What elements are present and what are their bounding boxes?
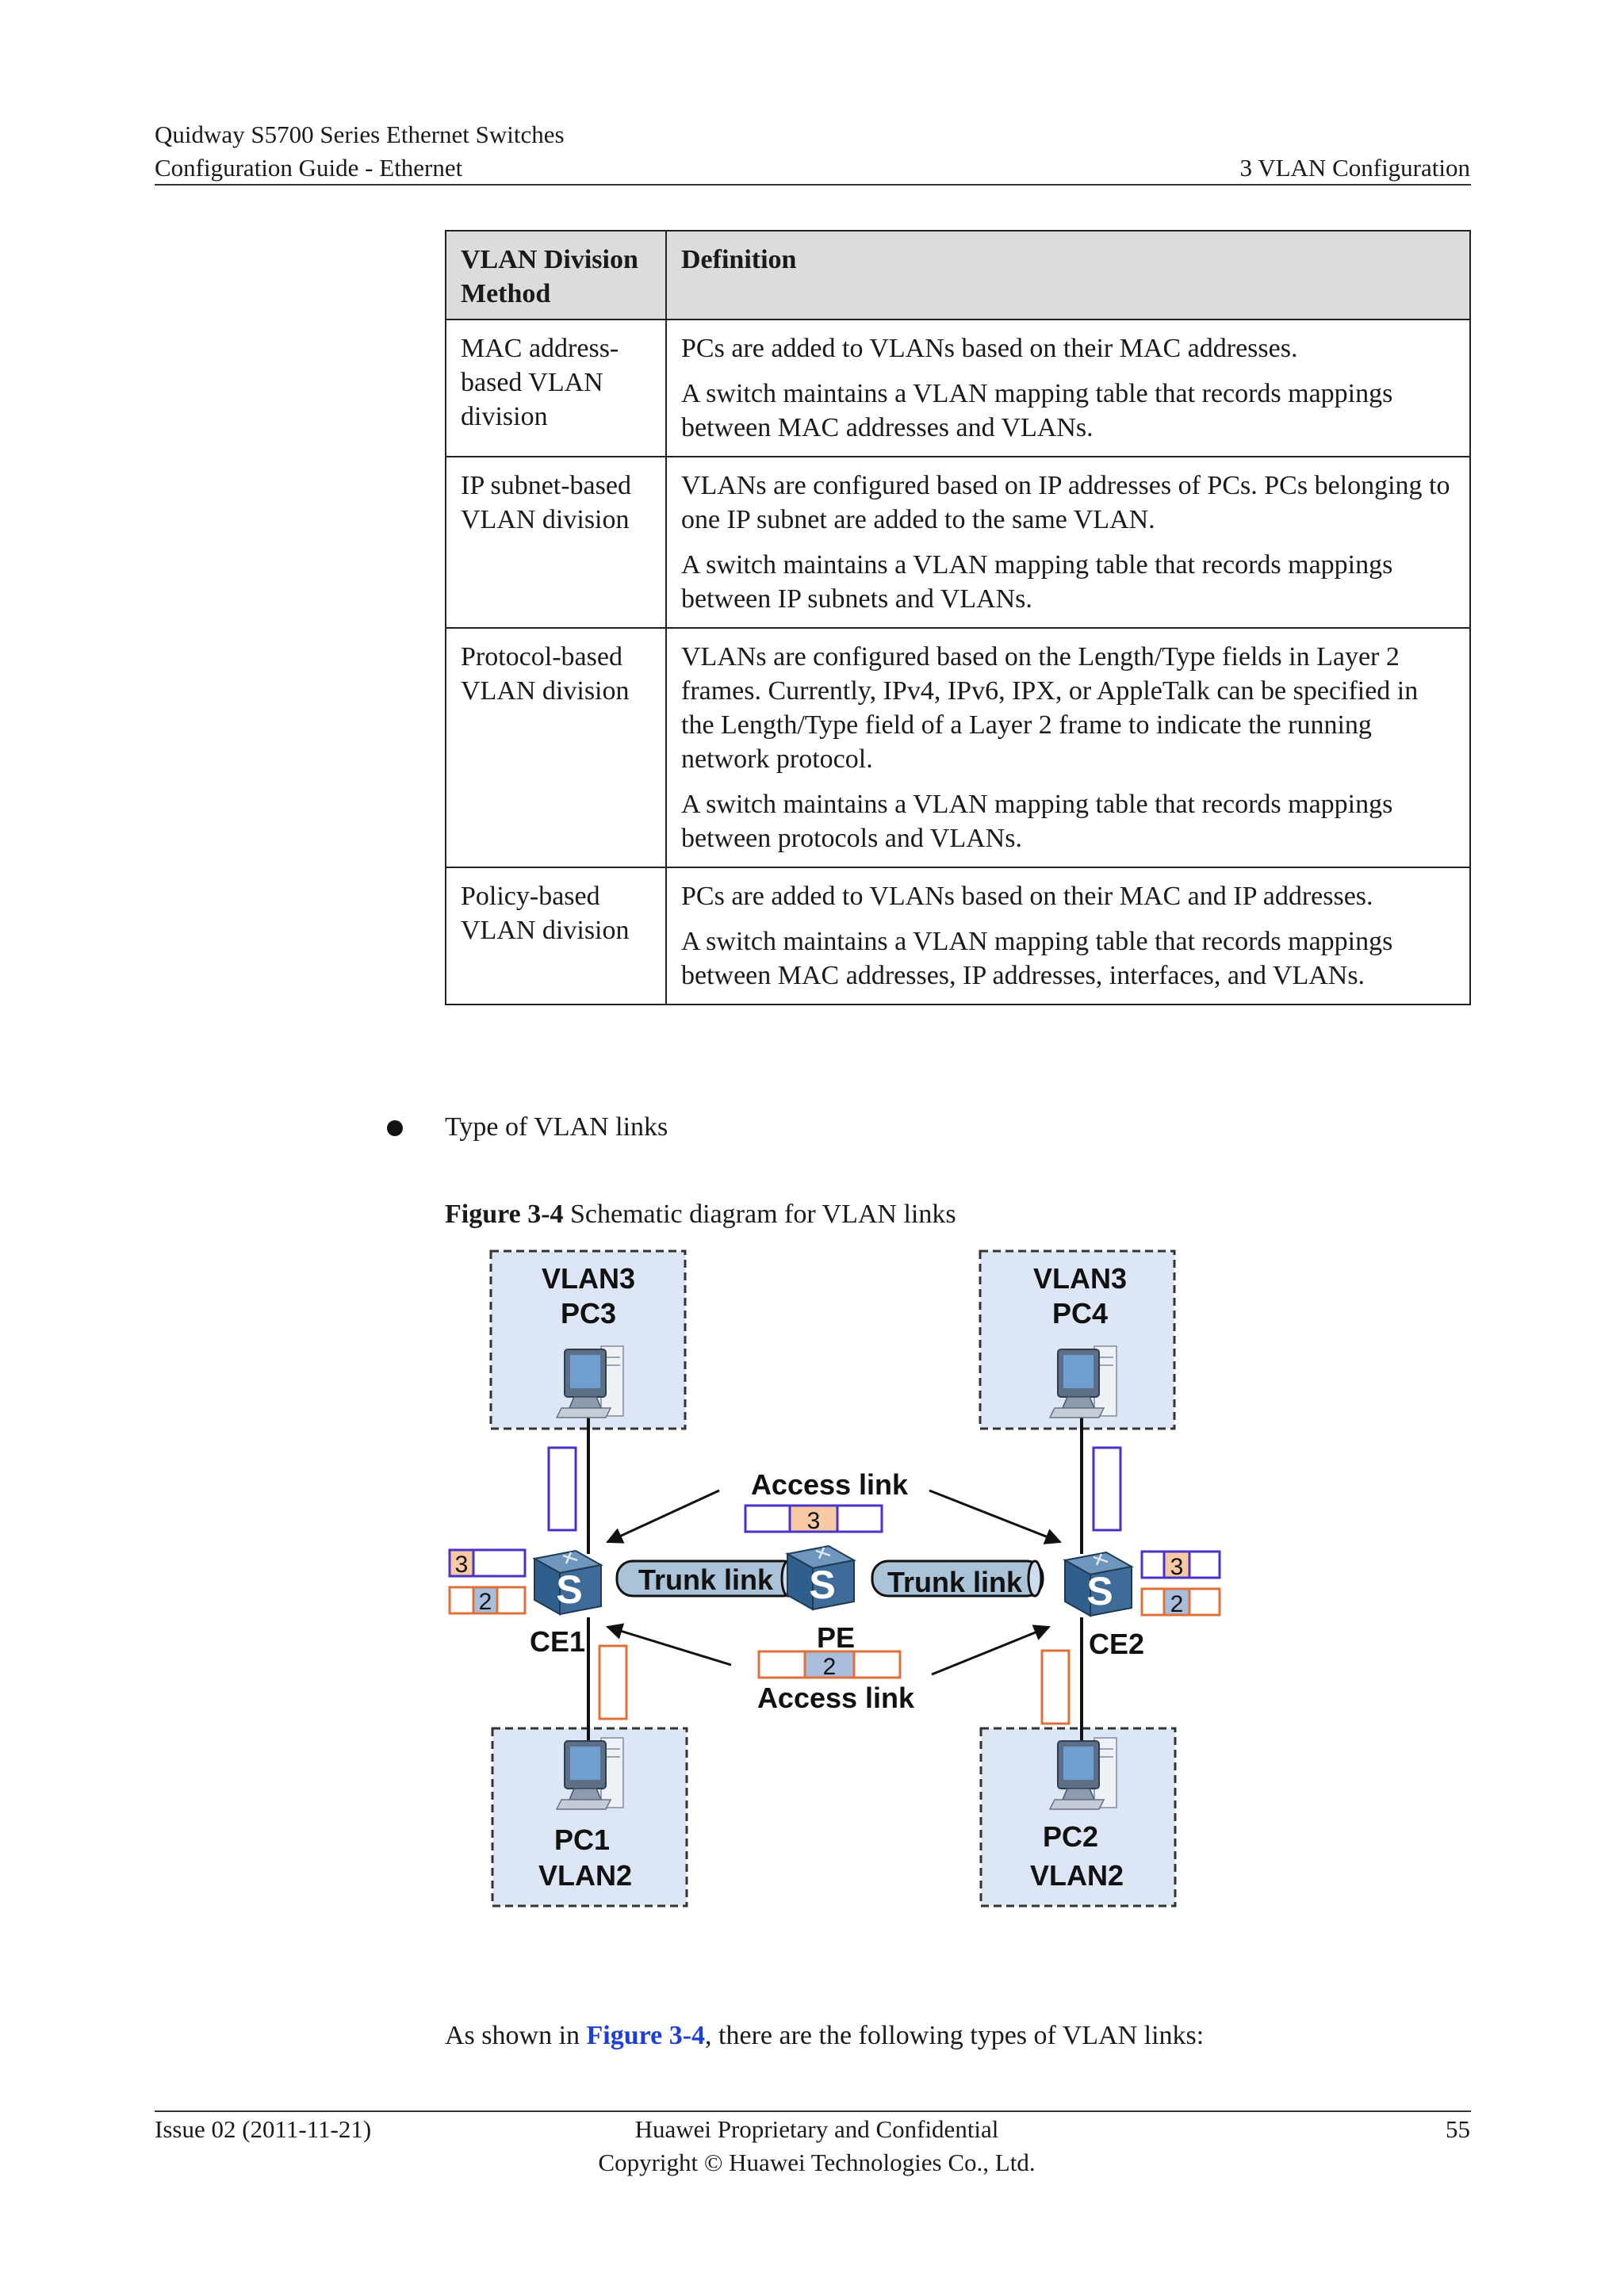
pc2-name-label: PC2 [1043,1820,1098,1853]
col-header-method: VLAN Division Method [445,230,667,320]
method-cell: MAC address-based VLAN division [445,319,667,457]
table-row: IP subnet-based VLAN division VLANs are … [445,456,1471,629]
definition-cell: PCs are added to VLANs based on their MA… [665,319,1471,457]
tagged-frame-vlan3-ce1: 3 [448,1548,527,1578]
pe-switch-glyph: S [809,1563,835,1607]
pc3-vlan-label: VLAN3 [542,1262,635,1295]
tagged-frame-vlan2-ce2: 2 [1140,1587,1221,1617]
definition-paragraph: PCs are added to VLANs based on their MA… [681,334,1298,363]
definition-paragraph: PCs are added to VLANs based on their MA… [681,882,1373,911]
tagged-frame-vlan3-ce1-tag: 3 [455,1552,469,1578]
header-guide: Configuration Guide - Ethernet [155,154,463,182]
untagged-frame-vlan2-left [598,1644,628,1720]
pc4-vlan-label: VLAN3 [1033,1262,1127,1295]
access-link-top-label: Access link [751,1468,909,1501]
frame-access-bottom: 2 [757,1650,902,1680]
table-row: Protocol-based VLAN division VLANs are c… [445,627,1471,868]
table-row: Policy-based VLAN division PCs are added… [445,867,1471,1005]
method-cell: Protocol-based VLAN division [445,627,667,868]
vlan-division-table: VLAN Division Method Definition MAC addr… [445,230,1471,1005]
figure-3-4-link[interactable]: Figure 3-4 [586,2021,706,2050]
definition-paragraph: VLANs are configured based on the Length… [681,642,1419,774]
tagged-frame-vlan2-ce1-tag: 2 [479,1589,492,1615]
figure-reference-suffix: , there are the following types of VLAN … [705,2021,1205,2050]
table-row: MAC address-based VLAN division PCs are … [445,319,1471,457]
definition-paragraph: A switch maintains a VLAN mapping table … [681,379,1393,442]
trunk-link-right-label: Trunk link [887,1566,1023,1598]
page-number: 55 [1446,2115,1470,2143]
pc2-vlan-label: VLAN2 [1030,1859,1124,1892]
col-header-definition: Definition [665,230,1471,320]
definition-cell: VLANs are configured based on the Length… [665,627,1471,868]
pc1-name-label: PC1 [554,1823,610,1856]
definition-paragraph: A switch maintains a VLAN mapping table … [681,927,1393,990]
pc3-name-label: PC3 [561,1297,616,1330]
header-rule [155,184,1471,186]
figure-reference-prefix: As shown in [445,2021,587,2050]
definition-paragraph: VLANs are configured based on IP address… [681,471,1450,534]
footer-rule [155,2110,1471,2112]
arrow-top-to-ce1 [606,1489,720,1544]
frame-access-top: 3 [744,1504,883,1534]
arrow-bottom-to-ce2 [931,1624,1051,1676]
figure-caption: Figure 3-4 Schematic diagram for VLAN li… [445,1197,956,1232]
definition-cell: VLANs are configured based on IP address… [665,456,1471,629]
untagged-frame-vlan3-right [1092,1446,1122,1532]
figure-caption-label: Figure 3-4 [445,1200,564,1229]
bullet-dot-icon [387,1120,403,1136]
arrow-top-to-ce2 [929,1489,1062,1544]
tagged-frame-vlan2-ce1: 2 [448,1586,527,1615]
definition-paragraph: A switch maintains a VLAN mapping table … [681,790,1393,853]
table-header-row: VLAN Division Method Definition [445,230,1471,320]
untagged-frame-vlan3-left [547,1446,577,1532]
tagged-frame-vlan3-ce2-tag: 3 [1170,1554,1184,1580]
footer-copyright: Copyright © Huawei Technologies Co., Ltd… [598,2149,1036,2176]
ce1-switch-glyph: S [556,1567,582,1612]
ce1-label: CE1 [530,1625,585,1658]
pc1-vlan-label: VLAN2 [538,1859,632,1892]
arrow-bottom-to-ce1 [605,1623,732,1667]
footer-issue: Issue 02 (2011-11-21) [155,2115,372,2143]
definition-paragraph: A switch maintains a VLAN mapping table … [681,550,1393,614]
footer-confidential: Huawei Proprietary and Confidential [634,2115,999,2143]
frame-access-top-tag: 3 [807,1508,821,1534]
bullet-text: Type of VLAN links [445,1112,668,1142]
tagged-frame-vlan3-ce2: 3 [1140,1550,1221,1580]
method-cell: IP subnet-based VLAN division [445,456,667,629]
pc4-name-label: PC4 [1052,1297,1108,1330]
trunk-link-right-end-icon [1027,1559,1043,1598]
ce2-label: CE2 [1089,1628,1144,1660]
header-product: Quidway S5700 Series Ethernet Switches [155,121,565,148]
untagged-frame-vlan2-right [1040,1649,1071,1725]
trunk-link-left-label: Trunk link [638,1563,774,1596]
vlan-links-diagram: VLAN3 PC3 VLAN3 PC4 PC1 VLAN2 PC2 VLAN2 … [448,1249,1221,1908]
pe-label: PE [817,1621,855,1654]
trunk-link-pe-ce2 [871,1559,1044,1598]
tagged-frame-vlan2-ce2-tag: 2 [1170,1591,1184,1617]
access-link-bottom-label: Access link [757,1682,915,1714]
method-cell: Policy-based VLAN division [445,867,667,1005]
header-chapter: 3 VLAN Configuration [1239,154,1470,182]
ce2-switch-glyph: S [1086,1569,1113,1613]
figure-caption-text: Schematic diagram for VLAN links [563,1200,956,1229]
frame-access-bottom-tag: 2 [823,1654,837,1680]
definition-cell: PCs are added to VLANs based on their MA… [665,867,1471,1005]
figure-reference-paragraph: As shown in Figure 3-4, there are the fo… [445,2019,1204,2053]
